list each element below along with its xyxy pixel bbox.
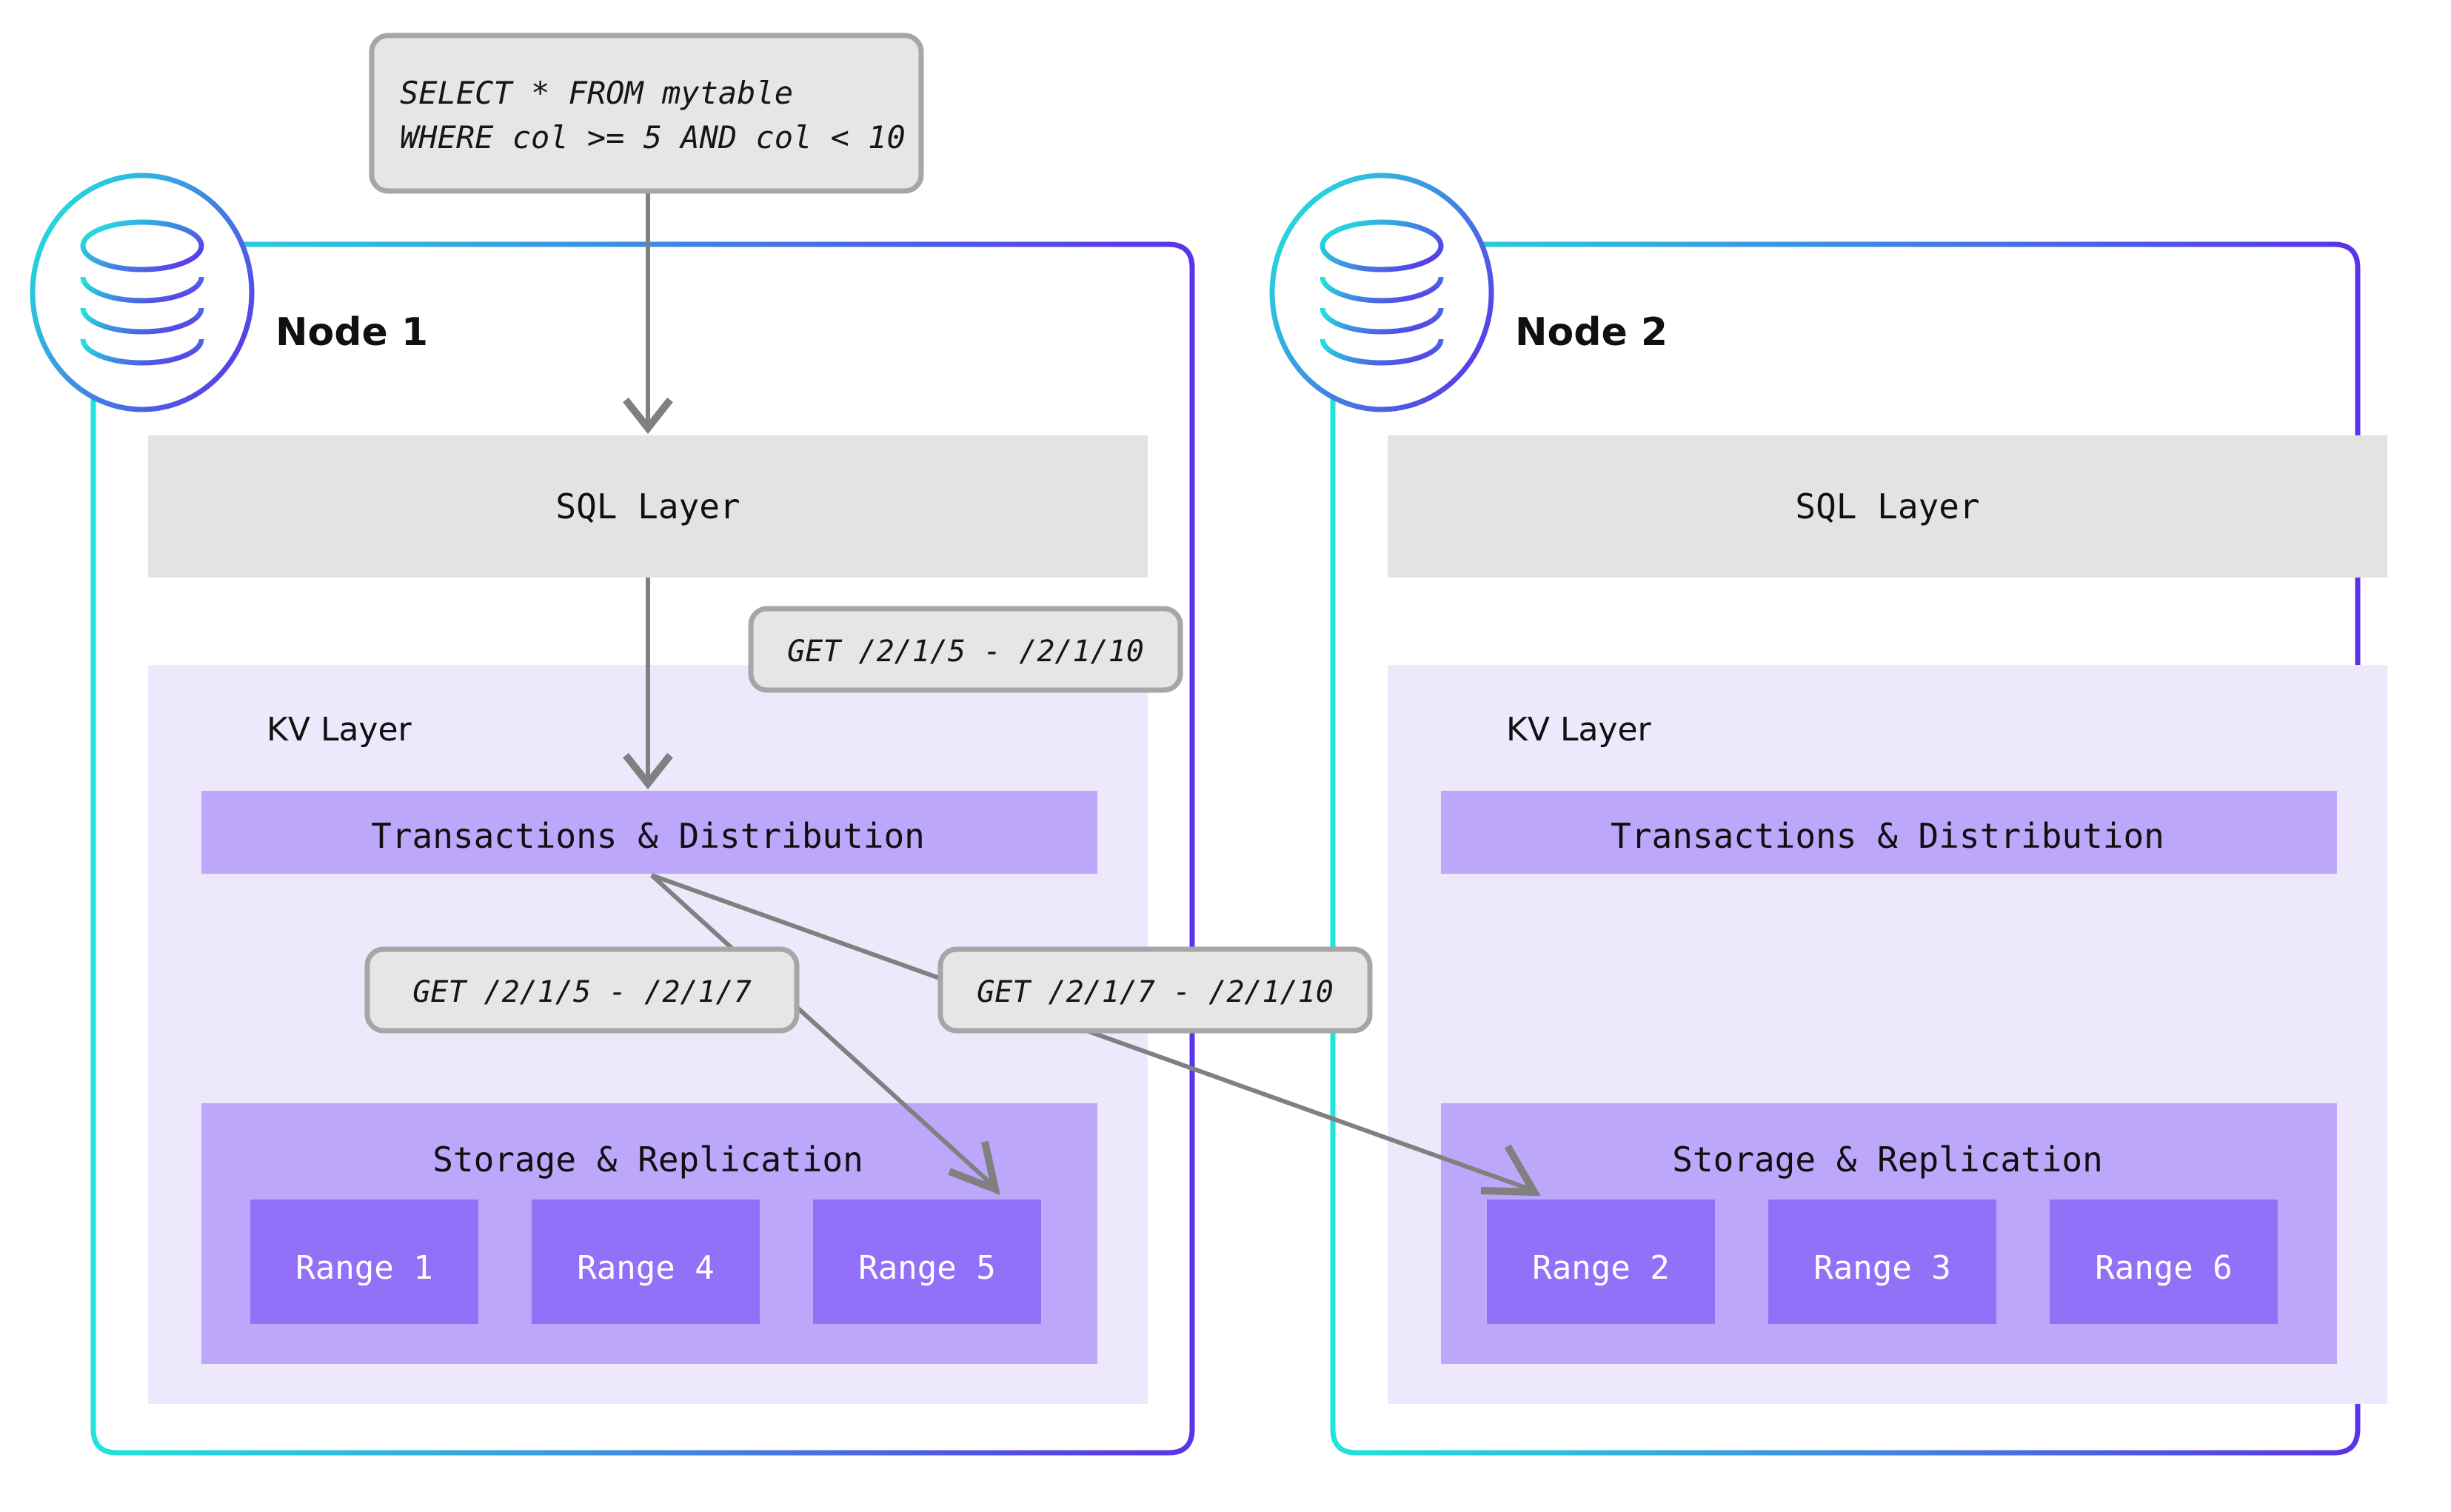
node-1-sql-layer-label: SQL Layer — [555, 486, 740, 526]
node-2-range-box[interactable] — [2050, 1200, 2278, 1324]
callout-range2-text: GET /2/1/7 - /2/1/10 — [977, 975, 1334, 1009]
node-2-range-label: Range 3 — [1813, 1249, 1950, 1287]
node-2-sql-layer — [1388, 435, 2387, 578]
sql-query-box — [369, 33, 924, 194]
node-1-title: Node 1 — [275, 310, 428, 355]
arrowhead-transactions-to-range5 — [948, 1140, 1000, 1196]
callout-range2-box — [937, 946, 1373, 1034]
node-2-title: Node 2 — [1515, 310, 1668, 355]
arrowhead-sql-to-transactions — [623, 752, 673, 790]
node-1-sql-layer — [148, 435, 1148, 578]
node-2-storage-label: Storage & Replication — [1672, 1140, 2103, 1180]
callout-kv-text: GET /2/1/5 - /2/1/10 — [787, 635, 1144, 669]
node-2-range-label: Range 6 — [2095, 1249, 2232, 1287]
sql-query-line-2: WHERE col >= 5 AND col < 10 — [400, 119, 906, 155]
node-1-range-label: Range 4 — [577, 1249, 714, 1287]
node-1-badge: Node 1 — [30, 173, 428, 412]
database-icon — [80, 219, 204, 366]
sql-query-line-1: SELECT * FROM mytable — [400, 75, 793, 111]
node-1-transactions-band — [201, 791, 1097, 874]
node-2-transactions-label: Transactions & Distribution — [1611, 816, 2164, 856]
node-2-range-box[interactable] — [1487, 1200, 1715, 1324]
node-2-kv-layer-label: KV Layer — [1506, 711, 1652, 749]
node-2-range-box[interactable] — [1768, 1200, 1996, 1324]
node-2-transactions-band — [1441, 791, 2337, 874]
callout-range5-text: GET /2/1/5 - /2/1/7 — [412, 975, 752, 1009]
node-2-badge-circle — [1269, 173, 1494, 412]
callout-range5-box — [364, 946, 800, 1034]
node-2-sql-layer-label: SQL Layer — [1795, 486, 1979, 526]
node-1-range-label: Range 5 — [858, 1249, 995, 1287]
node-1-range-label: Range 1 — [295, 1249, 432, 1287]
node-1-range-box[interactable] — [250, 1200, 478, 1324]
arrowhead-query-to-sql — [623, 397, 673, 435]
node-1-range-box[interactable] — [813, 1200, 1041, 1324]
arrow-transactions-to-range5 — [649, 873, 994, 1187]
node-1-storage-label: Storage & Replication — [432, 1140, 863, 1180]
node-1-range-box[interactable] — [532, 1200, 760, 1324]
node-2-range-label: Range 2 — [1532, 1249, 1669, 1287]
node-1-kv-layer-label: KV Layer — [267, 711, 412, 749]
node-1-transactions-label: Transactions & Distribution — [371, 816, 925, 856]
arrowhead-transactions-to-range2 — [1480, 1144, 1541, 1197]
callout-kv-box — [748, 606, 1183, 693]
node-1-badge-circle — [30, 173, 255, 412]
database-icon — [1320, 219, 1444, 366]
node-2-badge: Node 2 — [1269, 173, 1668, 412]
